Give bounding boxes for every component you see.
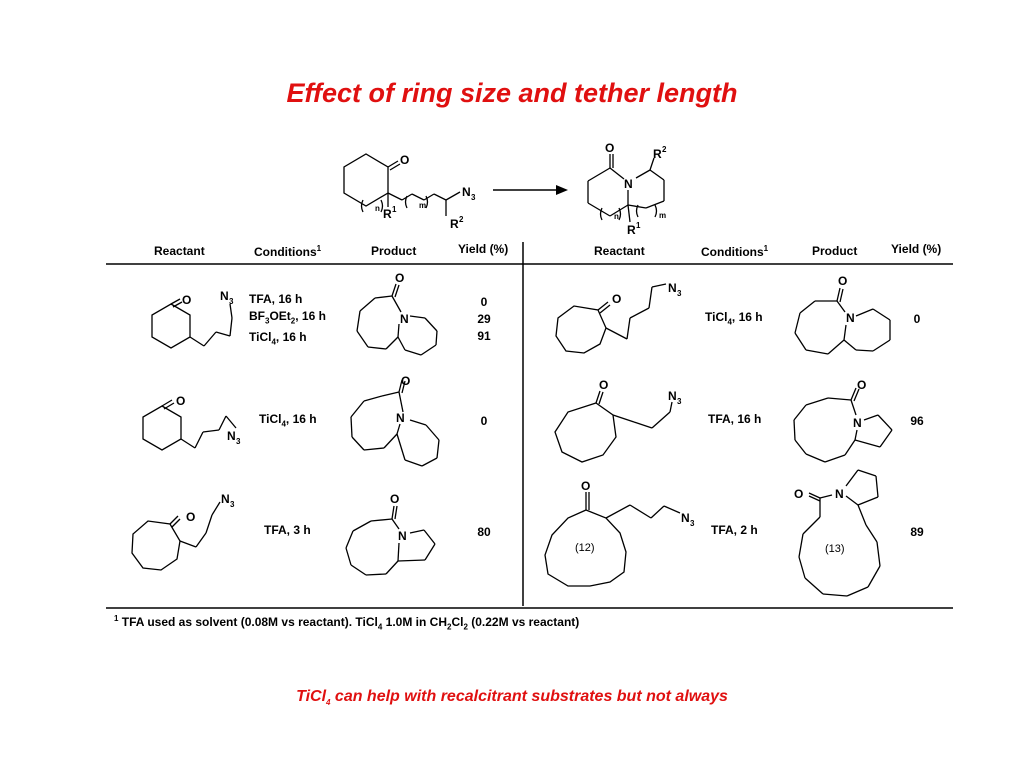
row6-conditions: TFA, 2 h — [711, 523, 758, 537]
product-r2-label: R — [653, 147, 662, 161]
row3-yield: 80 — [477, 525, 491, 539]
svg-text:O: O — [838, 274, 847, 288]
svg-text:3: 3 — [677, 289, 682, 298]
scheme-ketone-oxygen: O — [400, 153, 409, 167]
svg-text:n: n — [614, 212, 619, 221]
ring-size-label-13: (13) — [825, 543, 845, 555]
header-yield-left: Yield (%) — [458, 242, 509, 256]
row4-conditions: TiCl4, 16 h — [705, 310, 763, 327]
row4-product-structure — [794, 287, 891, 355]
row5-reactant-structure — [554, 390, 673, 463]
svg-text:O: O — [401, 374, 410, 388]
svg-text:O: O — [390, 492, 399, 506]
row4-yield: 0 — [913, 312, 921, 326]
svg-text:3: 3 — [471, 193, 476, 202]
row1-reactant-structure — [151, 298, 233, 349]
row3-reactant-structure — [131, 501, 221, 571]
row5-product-structure — [793, 387, 893, 463]
svg-text:3: 3 — [229, 297, 234, 306]
footnote: 1 TFA used as solvent (0.08M vs reactant… — [114, 614, 580, 632]
svg-text:O: O — [857, 378, 866, 392]
svg-text:O: O — [186, 510, 195, 524]
svg-text:N: N — [396, 411, 405, 425]
scheme-r1-label: R — [383, 207, 392, 221]
svg-text:N: N — [835, 487, 844, 501]
svg-text:m: m — [419, 201, 426, 210]
scheme-azide-label: N — [462, 185, 471, 199]
svg-text:N: N — [668, 281, 677, 295]
svg-text:N: N — [220, 289, 229, 303]
svg-text:3: 3 — [690, 519, 695, 528]
header-reactant-left: Reactant — [154, 244, 205, 258]
row6-yield: 89 — [910, 525, 924, 539]
row5-conditions: TFA, 16 h — [708, 412, 762, 426]
header-conditions-left: Conditions1 — [254, 244, 322, 259]
svg-text:1: 1 — [392, 205, 397, 214]
product-r1-label: R — [627, 223, 636, 237]
svg-text:N: N — [221, 492, 230, 506]
svg-text:N: N — [846, 311, 855, 325]
product-nitrogen: N — [624, 177, 633, 191]
header-reactant-right: Reactant — [594, 244, 645, 258]
svg-text:2: 2 — [459, 215, 464, 224]
row4-reactant-structure — [555, 283, 667, 354]
svg-text:O: O — [176, 394, 185, 408]
svg-text:3: 3 — [677, 397, 682, 406]
svg-text:N: N — [668, 389, 677, 403]
row2-yield: 0 — [480, 414, 488, 428]
row1-conditions: TFA, 16 h BF3OEt2, 16 h TiCl4, 16 h — [249, 292, 326, 347]
row5-yield: 96 — [910, 414, 924, 428]
ring-size-label-12: (12) — [575, 542, 595, 554]
general-product-structure — [587, 154, 665, 223]
svg-text:1: 1 — [636, 221, 641, 230]
header-product-right: Product — [812, 244, 858, 258]
svg-text:m: m — [659, 211, 666, 220]
svg-text:n: n — [375, 204, 380, 213]
svg-text:O: O — [599, 378, 608, 392]
svg-text:O: O — [182, 293, 191, 307]
svg-text:N: N — [853, 416, 862, 430]
svg-text:O: O — [612, 292, 621, 306]
conclusion-text: TiCl4 can help with recalcitrant substra… — [296, 688, 728, 708]
header-conditions-right: Conditions1 — [701, 244, 769, 259]
header-yield-right: Yield (%) — [891, 242, 942, 256]
slide-title: Effect of ring size and tether length — [286, 78, 738, 108]
svg-text:N: N — [400, 312, 409, 326]
svg-text:N: N — [398, 529, 407, 543]
row2-reactant-structure — [142, 399, 237, 451]
header-product-left: Product — [371, 244, 417, 258]
svg-text:N: N — [681, 511, 690, 525]
row6-reactant-structure — [544, 492, 681, 587]
row3-conditions: TFA, 3 h — [264, 523, 311, 537]
svg-text:3: 3 — [236, 437, 241, 446]
svg-text:O: O — [794, 487, 803, 501]
svg-text:O: O — [395, 271, 404, 285]
svg-text:N: N — [227, 429, 236, 443]
row2-product-structure — [350, 379, 440, 467]
general-reactant-structure — [343, 153, 461, 216]
row6-product-structure — [798, 469, 881, 597]
svg-text:O: O — [581, 479, 590, 493]
row1-product-structure — [356, 283, 438, 356]
row1-yields: 0 29 91 — [477, 295, 491, 343]
scheme-r2-label: R — [450, 217, 459, 231]
svg-text:2: 2 — [662, 145, 667, 154]
row2-conditions: TiCl4, 16 h — [259, 412, 317, 429]
row3-product-structure — [345, 505, 436, 576]
product-lactam-oxygen: O — [605, 141, 614, 155]
svg-text:3: 3 — [230, 500, 235, 509]
